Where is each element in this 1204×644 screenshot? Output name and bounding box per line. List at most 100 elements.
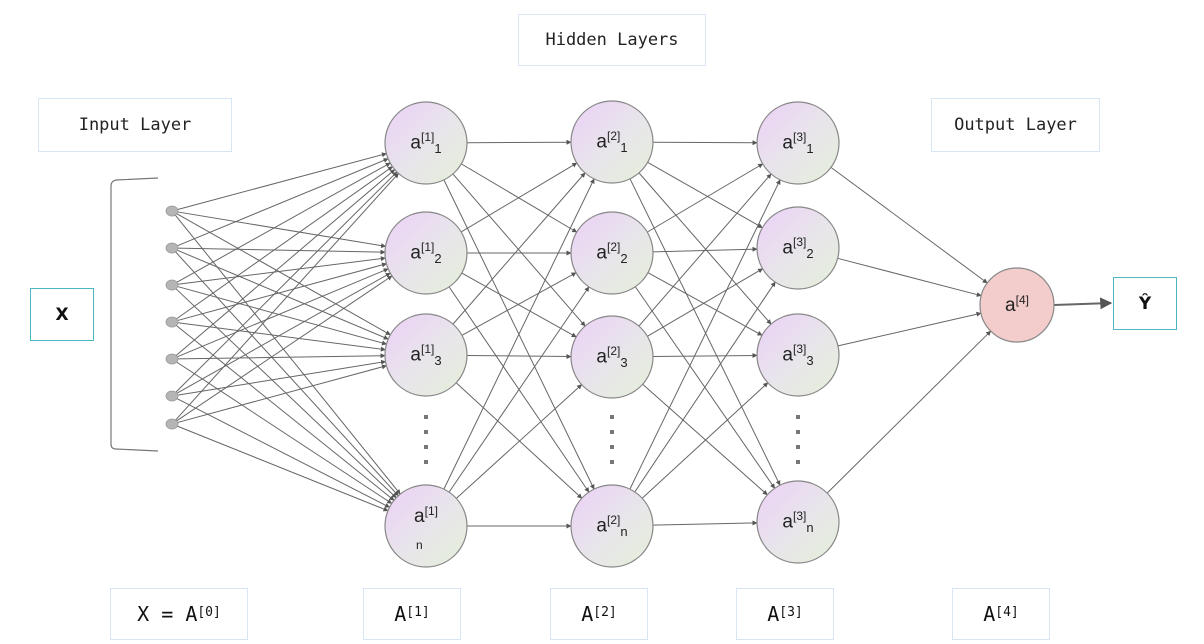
edge-input-to-layer-1 <box>176 152 387 211</box>
edge-layer-1-to-layer-2 <box>443 178 595 490</box>
edge-layer-1-to-layer-2 <box>461 272 577 336</box>
edge-input-to-layer-1 <box>176 249 389 340</box>
edge-input-to-layer-1 <box>176 158 389 247</box>
activation-matrix-label: A[2] <box>550 588 648 640</box>
edge-input-to-layer-1 <box>176 272 391 394</box>
input-feature-node <box>165 353 179 365</box>
matrix-layer-index: [2] <box>593 604 617 620</box>
edge-layer-2-to-layer-3 <box>641 382 769 499</box>
edge-input-to-layer-1 <box>175 171 398 393</box>
edge-input-to-layer-1 <box>176 285 387 346</box>
input-x-box: X <box>30 288 94 341</box>
hidden-node-layer-3-3 <box>756 313 840 397</box>
edge-layer-1-to-layer-2 <box>448 286 590 493</box>
edge-input-to-layer-1 <box>174 214 401 495</box>
edge-layer-1-to-layer-2 <box>452 172 586 325</box>
hidden-node-layer-1-1 <box>384 101 468 185</box>
edge-layer-2-to-layer-3 <box>647 272 763 336</box>
input-feature-node <box>165 390 179 402</box>
matrix-layer-index: [4] <box>995 604 1019 620</box>
edge-layer-2-to-layer-3 <box>652 140 758 146</box>
hidden-node-layer-1-3 <box>384 313 468 397</box>
matrix-layer-index: [0] <box>197 604 221 620</box>
edge-layer-1-to-layer-2 <box>466 354 572 360</box>
input-feature-node <box>165 418 179 430</box>
hidden-layers-title: Hidden Layers <box>518 14 706 66</box>
edge-layer-2-to-layer-3 <box>629 178 781 486</box>
edge-layer-2-to-layer-3 <box>642 383 768 496</box>
edge-layer-2-to-layer-3 <box>629 179 781 490</box>
input-feature-node <box>165 316 179 328</box>
edge-layer-2-to-layer-3 <box>647 163 764 233</box>
matrix-base: A <box>767 602 780 626</box>
matrix-prefix: X = <box>137 602 186 626</box>
edge-input-to-layer-1 <box>176 262 387 322</box>
edge-input-to-layer-1 <box>176 213 391 336</box>
edge-layer-3-to-output <box>826 330 992 494</box>
edge-layer-1-to-layer-2 <box>452 173 586 327</box>
edge-layer-1-to-layer-2 <box>455 382 583 499</box>
ellipsis-dots <box>609 415 615 475</box>
edge-layer-2-to-layer-3 <box>638 173 772 327</box>
activation-matrix-label: X = A[0] <box>110 588 248 640</box>
input-bracket <box>110 177 159 452</box>
matrix-layer-index: [3] <box>779 604 803 620</box>
hidden-node-layer-2-2 <box>570 211 654 295</box>
hidden-node-layer-1-n <box>384 484 468 568</box>
activation-matrix-label: A[1] <box>363 588 461 640</box>
hidden-node-layer-3-2 <box>756 206 840 290</box>
hidden-node-layer-2-n <box>570 484 654 568</box>
edge-input-to-layer-1 <box>175 251 399 497</box>
edge-input-to-layer-1 <box>176 268 389 358</box>
matrix-base: A <box>185 602 198 626</box>
edge-input-to-layer-1 <box>174 173 399 421</box>
edge-layer-3-to-output <box>837 311 982 347</box>
matrix-layer-index: [1] <box>406 604 430 620</box>
edge-input-to-layer-1 <box>176 353 386 360</box>
edge-layer-1-to-layer-2 <box>460 162 578 233</box>
edge-input-to-layer-1 <box>175 166 393 320</box>
edge-layer-2-to-layer-3 <box>638 172 772 325</box>
activation-matrix-label: A[3] <box>736 588 834 640</box>
edge-output-to-yhat <box>1053 297 1113 310</box>
output-yhat-box: Ŷ <box>1113 277 1177 330</box>
edge-layer-2-to-layer-3 <box>652 352 758 358</box>
edge-input-to-layer-1 <box>176 359 387 396</box>
edge-input-to-layer-1 <box>175 275 393 422</box>
edge-input-to-layer-1 <box>175 361 393 504</box>
matrix-base: A <box>581 602 594 626</box>
matrix-base: A <box>983 602 996 626</box>
input-feature-node <box>165 205 179 217</box>
edge-layer-1-to-layer-2 <box>461 272 577 338</box>
edge-layer-3-to-output <box>837 257 982 297</box>
hidden-node-layer-2-3 <box>570 315 654 399</box>
edge-input-to-layer-1 <box>176 162 391 283</box>
edge-layer-2-to-layer-3 <box>652 520 758 526</box>
hidden-node-layer-2-1 <box>570 100 654 184</box>
edge-input-to-layer-1 <box>175 324 395 501</box>
matrix-base: A <box>394 602 407 626</box>
edge-layer-2-to-layer-3 <box>634 281 776 493</box>
ellipsis-dots <box>795 415 801 475</box>
edge-layer-2-to-layer-3 <box>647 268 764 337</box>
edge-input-to-layer-1 <box>176 397 390 508</box>
edge-layer-1-to-layer-2 <box>466 139 572 145</box>
output-node <box>979 267 1055 343</box>
ellipsis-dots <box>423 415 429 475</box>
edge-input-to-layer-1 <box>176 256 386 285</box>
input-feature-node <box>165 242 179 254</box>
hidden-node-layer-3-1 <box>756 101 840 185</box>
hidden-node-layer-1-2 <box>384 211 468 295</box>
edge-layer-2-to-layer-3 <box>647 161 763 229</box>
output-layer-title: Output Layer <box>931 98 1100 152</box>
edge-input-to-layer-1 <box>176 425 389 512</box>
edge-input-to-layer-1 <box>176 322 386 352</box>
activation-matrix-label: A[4] <box>952 588 1050 640</box>
edge-input-to-layer-1 <box>176 211 387 249</box>
input-feature-node <box>165 279 179 291</box>
hidden-node-layer-3-n <box>756 480 840 564</box>
edge-input-to-layer-1 <box>176 247 386 255</box>
edge-input-to-layer-1 <box>175 169 396 357</box>
edge-layer-1-to-layer-2 <box>456 384 583 499</box>
